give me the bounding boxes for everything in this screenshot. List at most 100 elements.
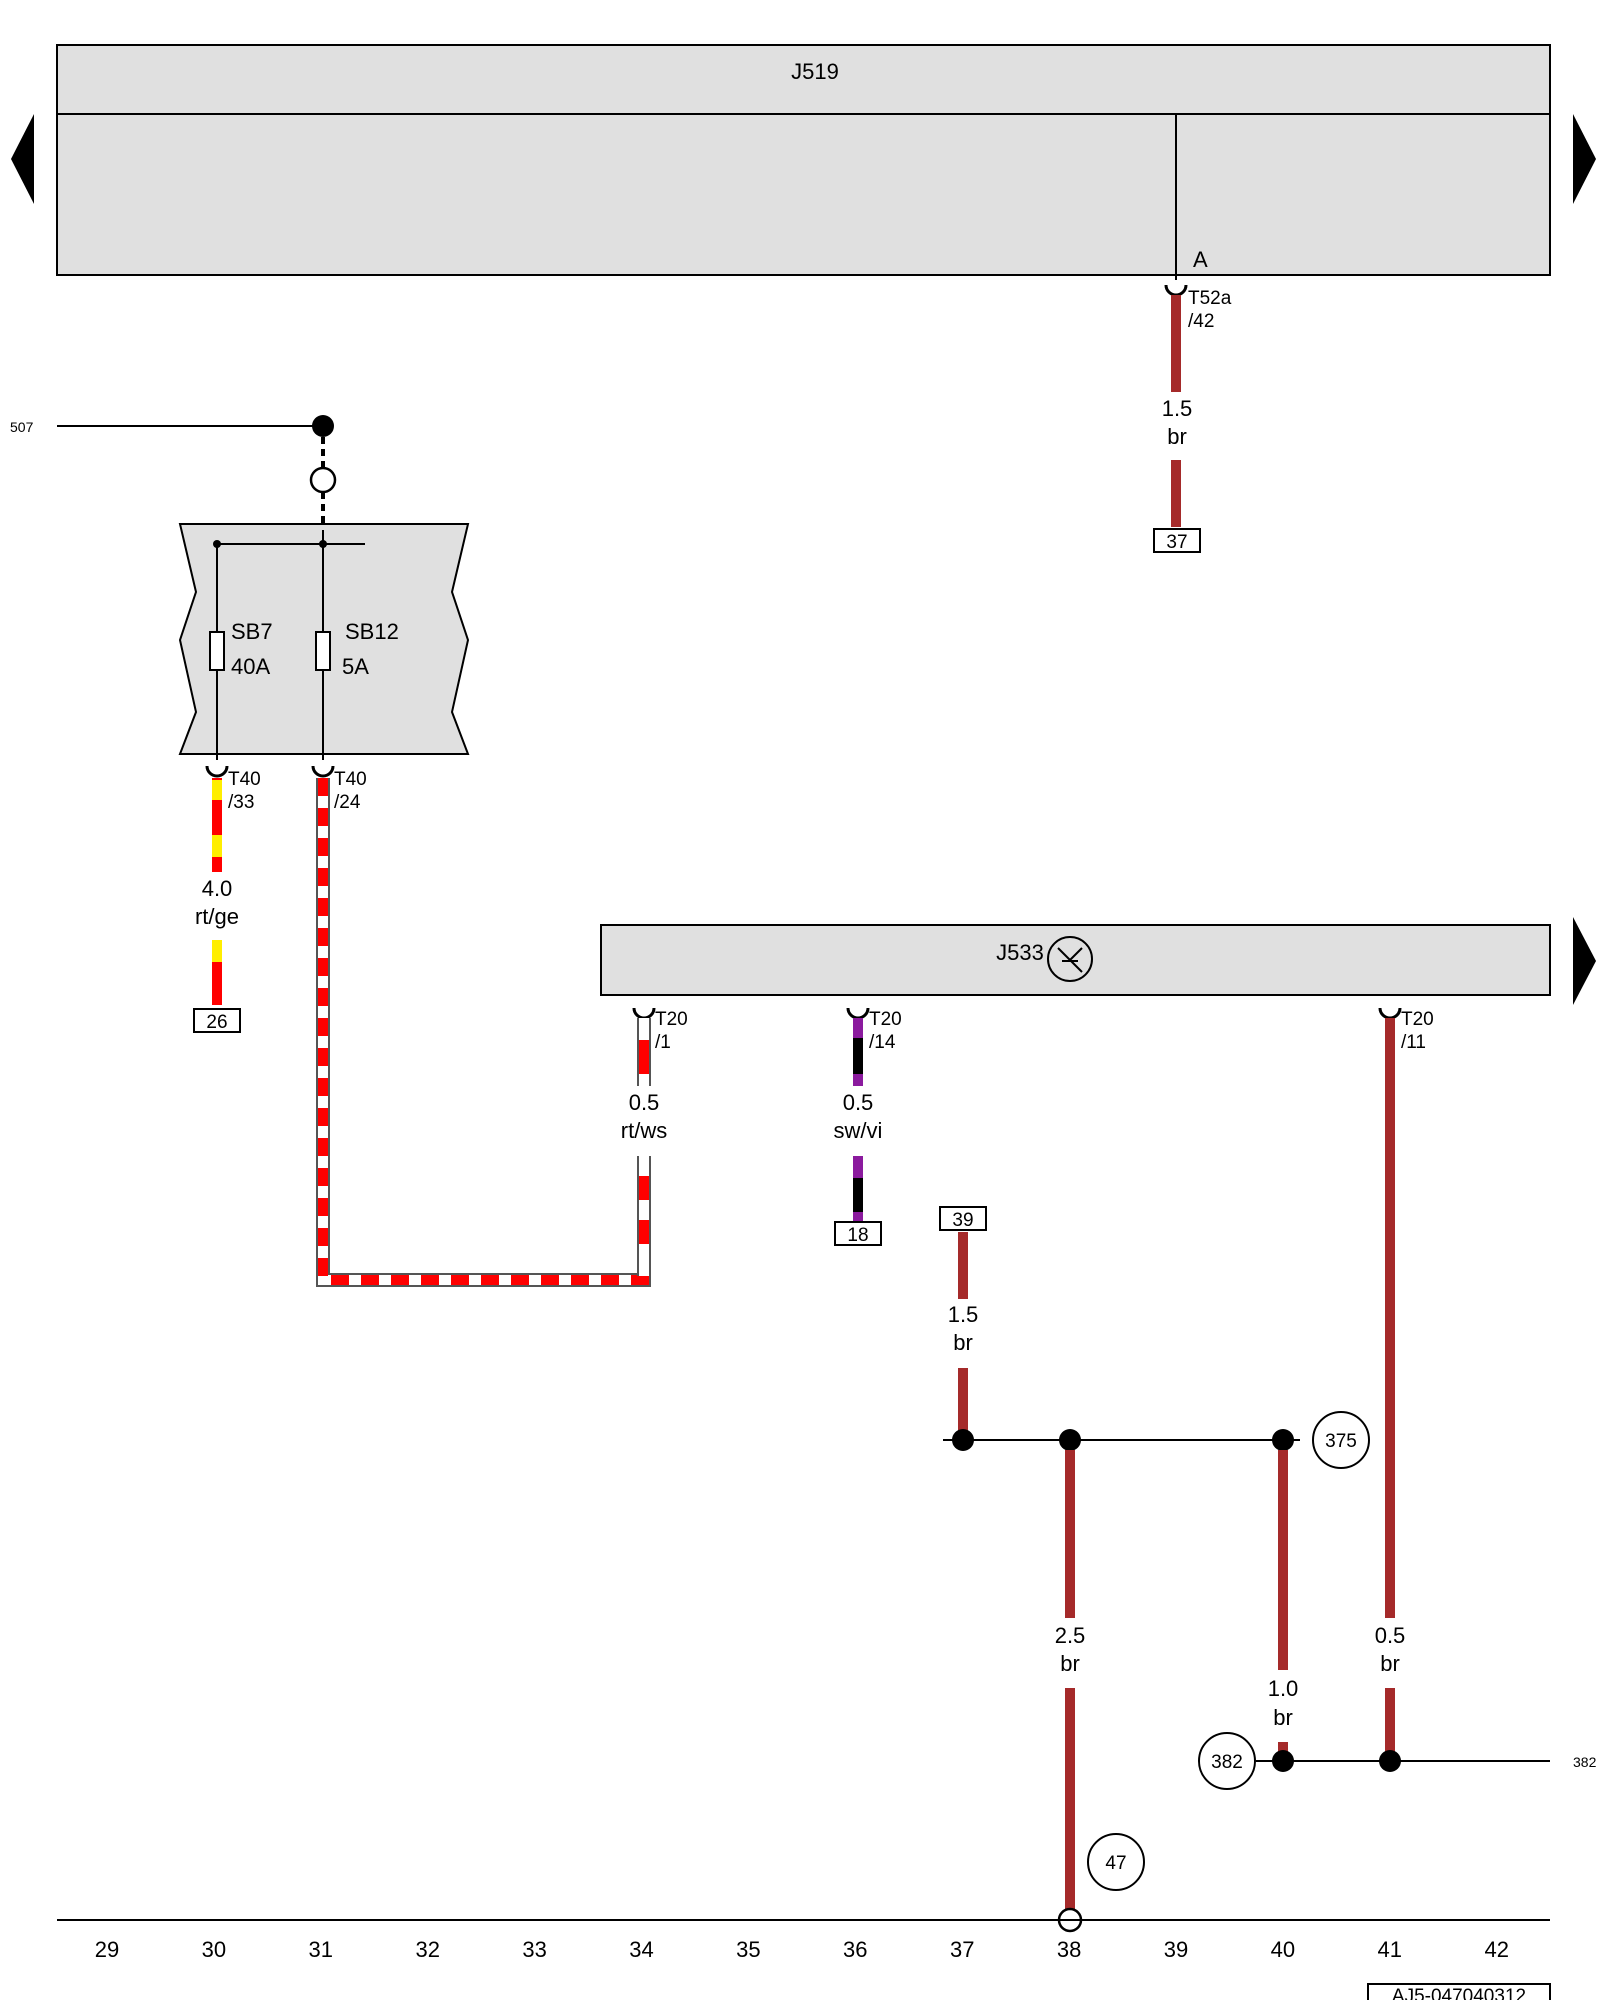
axis-number: 41 — [1378, 1937, 1402, 1962]
wire-39-color: br — [953, 1330, 973, 1355]
wire-t20-1-color: rt/ws — [621, 1118, 667, 1143]
ref-box-37[interactable] — [1153, 528, 1201, 553]
j519-label: J519 — [791, 59, 839, 84]
ref-box-37-label: 37 — [1166, 532, 1187, 553]
ref-box-26[interactable] — [193, 1008, 241, 1033]
wire-sb7-color: rt/ge — [195, 904, 239, 929]
axis-number: 39 — [1164, 1937, 1188, 1962]
axis-number: 30 — [202, 1937, 226, 1962]
axis-number: 35 — [736, 1937, 760, 1962]
ref-box-26-label: 26 — [206, 1012, 227, 1033]
connector-t52a-pin: /42 — [1188, 311, 1214, 332]
wire-t20-11-gauge: 0.5 — [1375, 1623, 1406, 1648]
bottom-ruler: 29 30 31 32 33 34 35 36 37 38 39 40 41 42 — [57, 1919, 1550, 1962]
connector-t40-33-name: T40 — [228, 769, 261, 790]
wire-sb12-t20-1: T40 /24 — [311, 765, 651, 1287]
axis-number: 38 — [1057, 1937, 1081, 1962]
connector-t20-1-name: T20 — [655, 1009, 688, 1030]
j519-control-unit: J519 A — [56, 44, 1551, 280]
next-page-arrow-icon-lower[interactable] — [1573, 917, 1596, 1005]
fuse-sb12-rating: 5A — [342, 654, 369, 679]
ref-box-18-label: 18 — [847, 1225, 868, 1246]
axis-number: 34 — [629, 1937, 653, 1962]
junction-dot-37 — [952, 1429, 974, 1451]
ref-box-39[interactable] — [939, 1206, 987, 1231]
wire-38-color: br — [1060, 1651, 1080, 1676]
ground-bus-375: 375 — [943, 1411, 1370, 1469]
junction-507-dot — [312, 415, 334, 437]
left-ref-507: 507 — [10, 419, 34, 435]
ground-ref-375[interactable] — [1312, 1411, 1370, 1469]
junction-dot-40b — [1272, 1750, 1294, 1772]
ground-ref-375-label: 375 — [1325, 1431, 1357, 1452]
wire-sb7-t40-33: T40 /33 4.0 rt/ge 26 — [193, 765, 261, 1033]
point-a-label: A — [1193, 247, 1208, 272]
wire-t20-11: T20 /11 0.5 br — [1375, 1007, 1434, 1760]
axis-number: 37 — [950, 1937, 974, 1962]
connector-t20-11-pin: /11 — [1401, 1032, 1426, 1053]
wire-j519-color: br — [1167, 424, 1187, 449]
connector-t40-24-icon — [311, 765, 335, 778]
connector-t40-33-pin: /33 — [228, 792, 254, 813]
axis-number: 40 — [1271, 1937, 1295, 1962]
junction-dot-38 — [1059, 1429, 1081, 1451]
ground-ref-47-label: 47 — [1105, 1853, 1126, 1874]
axis-number: 33 — [522, 1937, 546, 1962]
wire-t20-1: T20 /1 0.5 rt/ws — [621, 1007, 688, 1276]
axis-numbers: 29 30 31 32 33 34 35 36 37 38 39 40 41 42 — [95, 1937, 1509, 1962]
fuse-sb12-icon — [315, 631, 331, 671]
connector-t40-33-icon — [205, 765, 229, 778]
connector-t52a-name: T52a — [1188, 288, 1232, 309]
connector-t20-11-icon — [1378, 1007, 1402, 1020]
supply-507: 507 — [10, 415, 337, 530]
ref-box-39-label: 39 — [952, 1210, 973, 1231]
connector-t20-11-name: T20 — [1401, 1009, 1434, 1030]
next-page-arrow-icon[interactable] — [1573, 114, 1596, 204]
fuse-sb12-name: SB12 — [345, 619, 399, 644]
right-ref-382: 382 — [1573, 1754, 1597, 1770]
ground-wire-39: 39 1.5 br — [939, 1206, 987, 1440]
wire-38-gauge: 2.5 — [1055, 1623, 1086, 1648]
doc-id-label: AJ5-047040312 — [1392, 1986, 1526, 2000]
j533-label: J533 — [996, 940, 1044, 965]
prev-page-arrow-icon[interactable] — [11, 114, 34, 204]
axis-number: 32 — [415, 1937, 439, 1962]
wire-j519-gauge: 1.5 — [1162, 396, 1193, 421]
ground-bus-382: 382 382 — [1198, 1732, 1597, 1790]
wire-j519-t52a: T52a /42 1.5 br 37 — [1153, 284, 1232, 553]
connector-t40-24-name: T40 — [334, 769, 367, 790]
axis-number: 31 — [309, 1937, 333, 1962]
junction-dot-41 — [1379, 1750, 1401, 1772]
data-bus-symbol-icon — [1047, 936, 1093, 982]
j533-gateway: J533 — [600, 924, 1551, 996]
connector-t40-24-pin: /24 — [334, 792, 361, 813]
connector-t20-14-pin: /14 — [869, 1032, 896, 1053]
fuse-sb7-rating: 40A — [231, 654, 270, 679]
ground-ref-382[interactable] — [1198, 1732, 1256, 1790]
ref-box-18[interactable] — [834, 1221, 882, 1246]
wire-t52a-lower — [1171, 460, 1181, 527]
wire-40-gauge: 1.0 — [1268, 1676, 1299, 1701]
wire-39-gauge: 1.5 — [948, 1302, 979, 1327]
fuse-sb7-name: SB7 — [231, 619, 273, 644]
ground-wire-38: 2.5 br 47 — [1055, 1450, 1145, 1933]
wire-t20-1-gauge: 0.5 — [629, 1090, 660, 1115]
connector-t20-14-icon — [846, 1007, 870, 1020]
ground-ref-47[interactable] — [1087, 1833, 1145, 1891]
junction-dot-40 — [1272, 1429, 1294, 1451]
connector-t52a-icon — [1164, 284, 1188, 297]
axis-number: 42 — [1484, 1937, 1508, 1962]
wire-sb7-gauge: 4.0 — [202, 876, 233, 901]
wire-t20-14: T20 /14 0.5 sw/vi 18 — [834, 1007, 902, 1246]
wire-40-color: br — [1273, 1705, 1293, 1730]
ground-wire-40: 1.0 br — [1268, 1450, 1299, 1762]
axis-number: 29 — [95, 1937, 119, 1962]
connector-t20-14-name: T20 — [869, 1009, 902, 1030]
axis-number: 36 — [843, 1937, 867, 1962]
fuse-sb7-icon — [209, 631, 225, 671]
disconnect-point-icon — [309, 466, 337, 494]
wire-t20-14-gauge: 0.5 — [843, 1090, 874, 1115]
connector-t20-1-icon — [632, 1007, 656, 1020]
wire-t20-11-color: br — [1380, 1651, 1400, 1676]
